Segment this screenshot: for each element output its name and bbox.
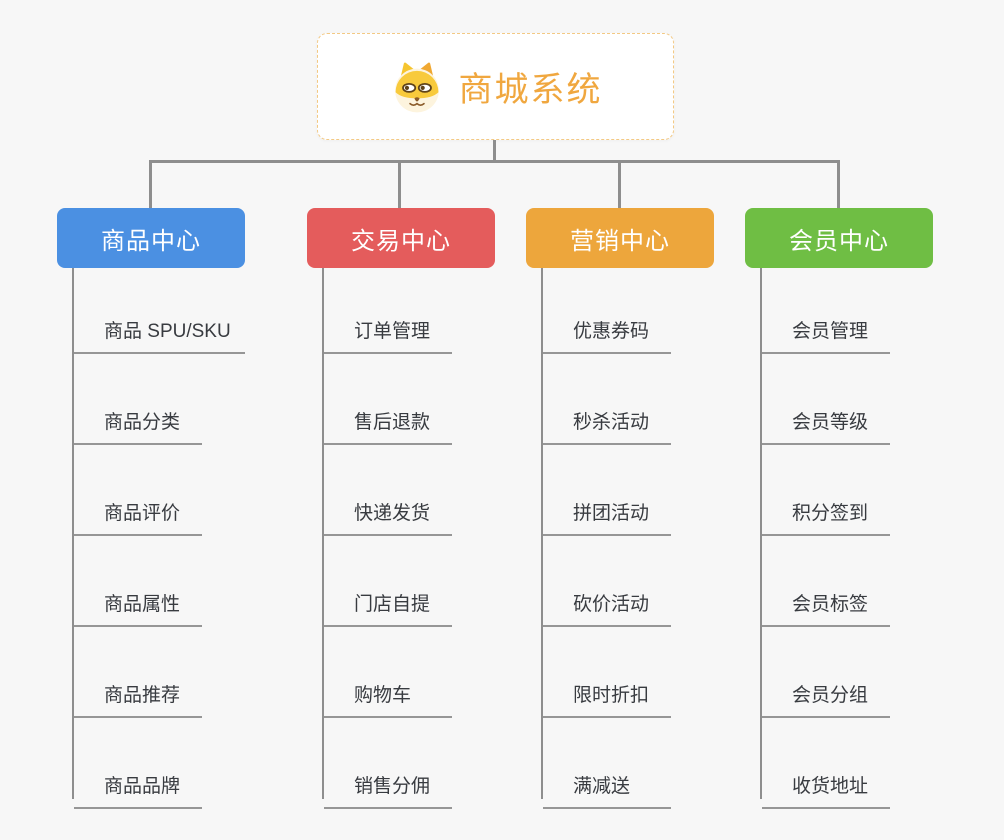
leaf-node[interactable]: 积分签到: [762, 500, 890, 536]
root-node-mall-system[interactable]: 商城系统: [317, 33, 674, 140]
leaf-node[interactable]: 售后退款: [324, 409, 452, 445]
leaf-node[interactable]: 秒杀活动: [543, 409, 671, 445]
leaf-node[interactable]: 会员管理: [762, 318, 890, 354]
leaf-node[interactable]: 商品推荐: [74, 682, 202, 718]
branch-header-product-center[interactable]: 商品中心: [57, 208, 245, 268]
leaf-node[interactable]: 会员分组: [762, 682, 890, 718]
dog-face-icon: [394, 62, 439, 112]
leaf-node[interactable]: 销售分佣: [324, 773, 452, 809]
branch-column-trade: 订单管理 售后退款 快递发货 门店自提 购物车 销售分佣: [322, 268, 452, 809]
leaf-node[interactable]: 会员标签: [762, 591, 890, 627]
leaf-node[interactable]: 会员等级: [762, 409, 890, 445]
leaf-node[interactable]: 满减送: [543, 773, 671, 809]
leaf-node[interactable]: 商品品牌: [74, 773, 202, 809]
connector-drop-marketing: [618, 160, 621, 208]
branch-column-member: 会员管理 会员等级 积分签到 会员标签 会员分组 收货地址: [760, 268, 890, 809]
leaf-node[interactable]: 收货地址: [762, 773, 890, 809]
connector-root-drop: [493, 140, 496, 162]
leaf-node[interactable]: 商品 SPU/SKU: [74, 318, 245, 354]
leaf-node[interactable]: 优惠券码: [543, 318, 671, 354]
leaf-node[interactable]: 砍价活动: [543, 591, 671, 627]
branch-header-marketing-center[interactable]: 营销中心: [526, 208, 714, 268]
leaf-node[interactable]: 商品分类: [74, 409, 202, 445]
leaf-node[interactable]: 订单管理: [324, 318, 452, 354]
connector-drop-member: [837, 160, 840, 208]
leaf-node[interactable]: 拼团活动: [543, 500, 671, 536]
leaf-node[interactable]: 门店自提: [324, 591, 452, 627]
leaf-node[interactable]: 快递发货: [324, 500, 452, 536]
branch-header-trade-center[interactable]: 交易中心: [307, 208, 495, 268]
leaf-node[interactable]: 限时折扣: [543, 682, 671, 718]
leaf-node[interactable]: 商品属性: [74, 591, 202, 627]
root-title: 商城系统: [458, 71, 603, 109]
branch-column-product: 商品 SPU/SKU 商品分类 商品评价 商品属性 商品推荐 商品品牌: [72, 268, 245, 809]
branch-header-member-center[interactable]: 会员中心: [745, 208, 933, 268]
connector-drop-trade: [398, 160, 401, 208]
leaf-node[interactable]: 商品评价: [74, 500, 202, 536]
connector-drop-product: [149, 160, 152, 208]
connector-horizontal-bar: [149, 160, 840, 163]
branch-column-marketing: 优惠券码 秒杀活动 拼团活动 砍价活动 限时折扣 满减送: [541, 268, 671, 809]
leaf-node[interactable]: 购物车: [324, 682, 452, 718]
